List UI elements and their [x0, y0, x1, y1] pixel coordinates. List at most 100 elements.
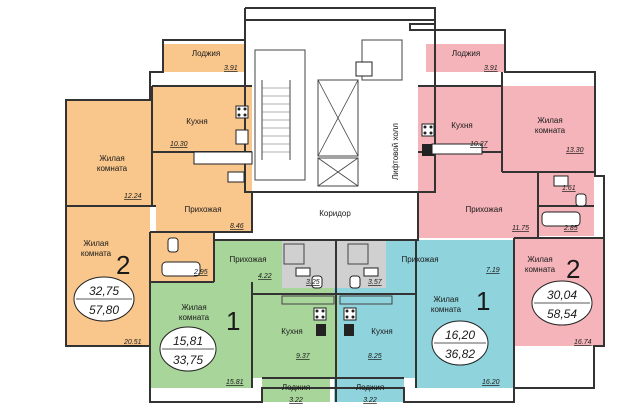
stove-icon — [313, 307, 327, 321]
apartment-right-2room — [418, 44, 604, 346]
right-living2-area: 16.74 — [574, 339, 592, 346]
right-total-area: 58,54 — [547, 307, 577, 321]
green-bath-area: 3.25 — [306, 279, 320, 286]
corridor-label: Коридор — [319, 209, 351, 218]
bathtub-icon — [541, 211, 581, 227]
staircase — [261, 80, 291, 160]
left-living1-fill — [66, 100, 156, 206]
left-kitchen-fill — [152, 86, 252, 152]
left-living2-area: 20.51 — [123, 339, 142, 346]
left-total-living: 32,75 — [89, 284, 119, 298]
toilet-icon — [167, 237, 179, 253]
green-living-label-line: Жилая — [181, 303, 206, 312]
toilet-icon — [575, 193, 587, 207]
cyan-bath-area: 3.57 — [368, 279, 383, 286]
counter-icon — [193, 151, 253, 165]
left-bath-area: 2.95 — [193, 269, 208, 276]
green-loggia-area: 3.22 — [289, 397, 303, 404]
cyan-loggia-fill — [334, 378, 404, 402]
green-total-area: 33,75 — [173, 353, 203, 367]
right-kitchen-label: Кухня — [451, 121, 472, 130]
right-kitchen-area: 10.27 — [470, 141, 489, 148]
stove-icon — [343, 307, 357, 321]
left-living2-fill — [66, 206, 150, 346]
fixtures — [161, 61, 587, 336]
right-loggia-fill — [426, 44, 506, 72]
washbasin-icon — [355, 61, 373, 77]
right-living1-area: 13.30 — [566, 147, 584, 154]
sink-icon — [344, 324, 354, 336]
right-loggia-label: Лоджия — [452, 49, 480, 58]
cyan-living-label-line: комната — [431, 305, 462, 314]
cyan-living-area: 16.20 — [482, 379, 500, 386]
right-total-living: 30,04 — [547, 288, 577, 302]
right-hall-area: 11.75 — [512, 225, 529, 232]
green-rooms-count: 1 — [226, 306, 240, 336]
cyan-totals-bubble: 16,20 36,82 — [431, 320, 489, 366]
washbasin-icon — [553, 175, 569, 187]
right-hall-label: Прихожая — [465, 205, 502, 214]
left-hall-fill — [156, 152, 252, 232]
left-kitchen-area: 10.30 — [170, 141, 188, 148]
left-living1-label-line: Жилая — [99, 154, 124, 163]
cyan-loggia-area: 3.22 — [363, 397, 377, 404]
toilet-icon — [311, 275, 323, 289]
cyan-kitchen-label: Кухня — [371, 327, 392, 336]
green-kitchen-area: 9.37 — [296, 353, 311, 360]
washbasin-icon — [295, 267, 311, 277]
walls — [65, 7, 605, 403]
stove-icon — [421, 123, 435, 137]
bathtub-icon — [161, 261, 201, 277]
left-total-area: 57,80 — [89, 303, 119, 317]
green-loggia-fill — [262, 378, 330, 402]
left-hall-label: Прихожая — [184, 205, 221, 214]
left-rooms-count: 2 — [116, 250, 130, 280]
cyan-hall-area: 7.19 — [486, 267, 500, 274]
cyan-loggia-label: Лоджия — [356, 383, 384, 392]
right-totals-bubble: 30,04 58,54 — [531, 280, 593, 326]
right-living2-label-line: комната — [525, 265, 556, 274]
washbasin-icon — [363, 267, 379, 277]
right-hall-fill — [418, 152, 538, 238]
stove-icon — [235, 105, 249, 119]
left-loggia-area: 3.91 — [224, 65, 238, 72]
cyan-living-label-line: Жилая — [433, 295, 458, 304]
counter-icon — [431, 143, 483, 155]
left-living1-label-line: комната — [97, 164, 128, 173]
toilet-icon — [349, 275, 361, 289]
left-kitchen-label: Кухня — [186, 117, 207, 126]
right-kitchen-fill — [418, 86, 502, 152]
green-hall-label: Прихожая — [229, 255, 266, 264]
green-total-living: 15,81 — [173, 334, 203, 348]
right-living2-label-line: Жилая — [527, 255, 552, 264]
washbasin-icon — [227, 171, 245, 183]
left-living2-label-line: Жилая — [83, 239, 108, 248]
green-living-area: 15.81 — [226, 379, 244, 386]
cyan-rooms-count: 1 — [476, 286, 490, 316]
right-living1-label-line: комната — [535, 126, 566, 135]
cyan-hall-label: Прихожая — [401, 255, 438, 264]
sink-icon — [235, 129, 249, 145]
lift-hall-label: Лифтовой холл — [391, 123, 400, 180]
left-living1-area: 12.24 — [124, 193, 142, 200]
left-hall-area: 8.46 — [230, 223, 244, 230]
green-loggia-label: Лоджия — [282, 383, 310, 392]
right-living1-label-line: Жилая — [537, 116, 562, 125]
left-loggia-label: Лоджия — [192, 49, 220, 58]
right-rooms-count: 2 — [566, 254, 580, 284]
left-totals-bubble: 32,75 57,80 — [73, 276, 135, 322]
cyan-total-area: 36,82 — [445, 347, 475, 361]
cyan-kitchen-area: 8.25 — [368, 353, 382, 360]
sink-icon — [422, 144, 434, 156]
green-hall-area: 4.22 — [258, 273, 272, 280]
right-bath-area: 2.85 — [563, 225, 578, 232]
green-totals-bubble: 15,81 33,75 — [159, 326, 217, 372]
green-living-label-line: комната — [179, 313, 210, 322]
